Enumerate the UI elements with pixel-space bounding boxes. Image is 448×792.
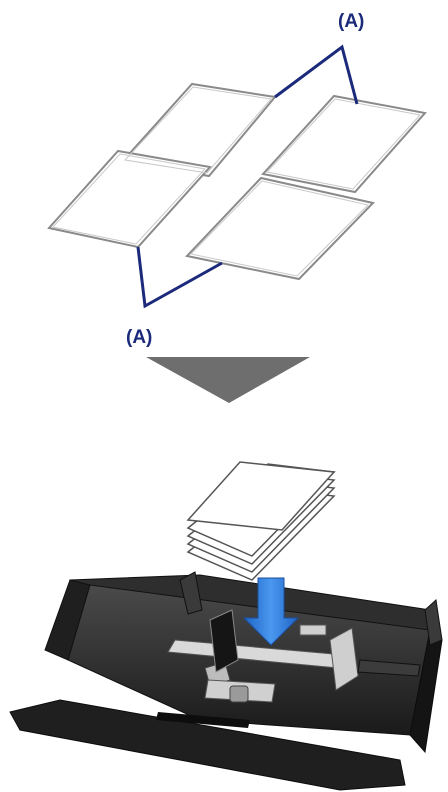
callout-top: (A): [274, 11, 364, 105]
paper-sheet-top-right: [261, 94, 427, 194]
callout-bottom-label: (A): [126, 327, 152, 348]
callout-bottom: (A): [126, 246, 223, 348]
down-triangle-arrow-icon: [146, 357, 310, 403]
down-block-arrow-icon: [242, 577, 300, 646]
paper-cassette-tray: [9, 571, 443, 791]
paper-sheet-bottom-left: [47, 149, 212, 249]
sheet-layout: [47, 82, 427, 281]
paper-stack: [186, 461, 336, 581]
paper-sheet-bottom-right: [185, 176, 375, 281]
callout-top-label: (A): [338, 11, 364, 32]
